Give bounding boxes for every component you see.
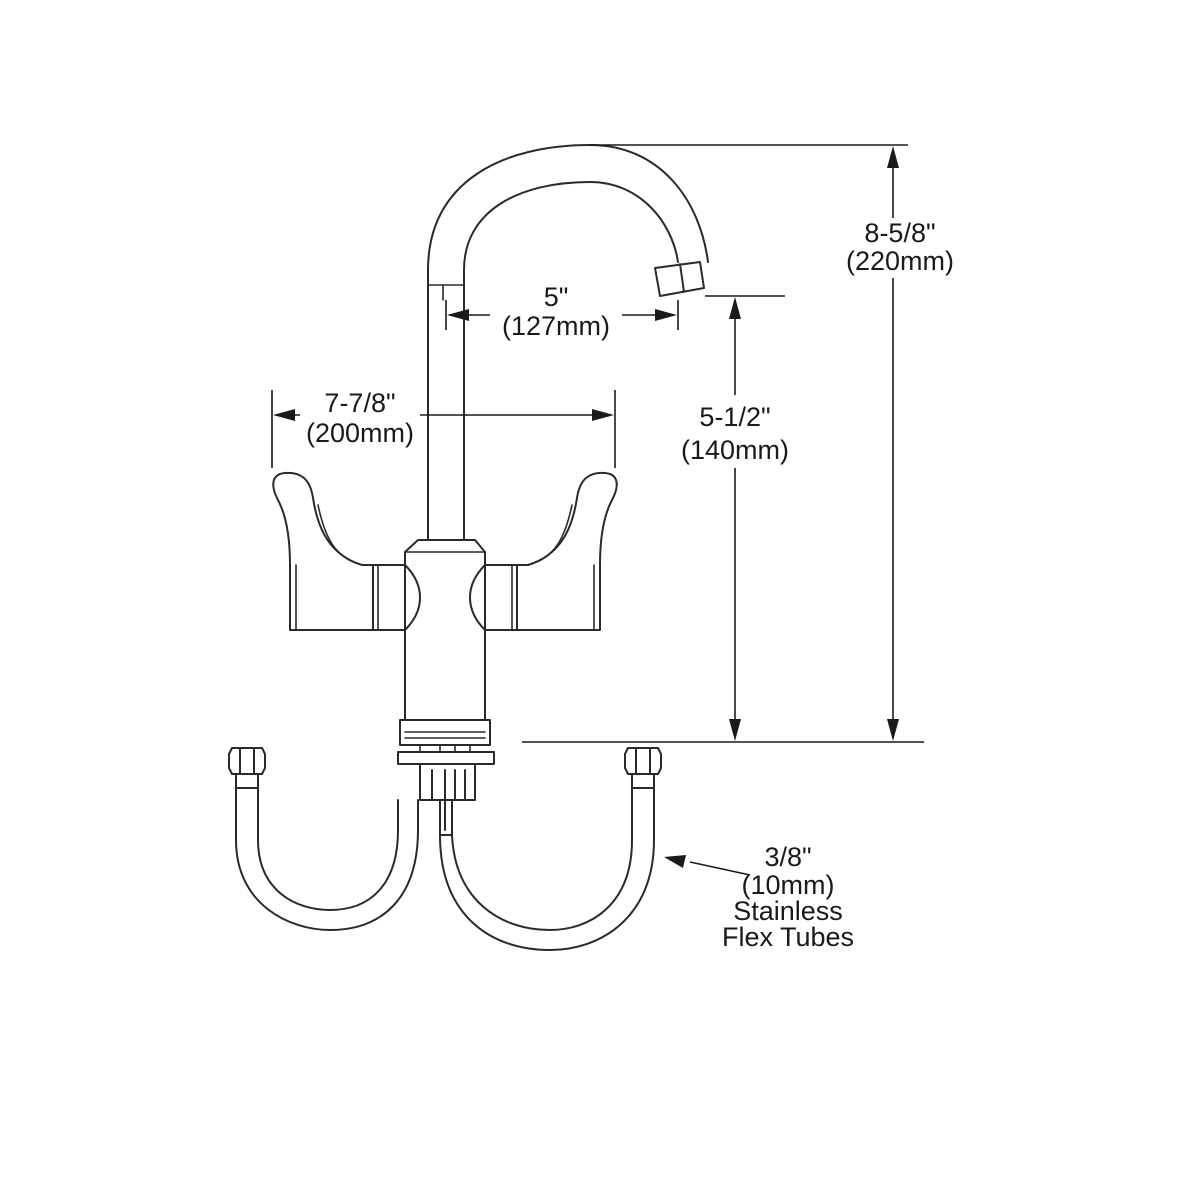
base-flange <box>397 719 495 765</box>
aerator <box>654 261 705 297</box>
faucet-outline <box>228 144 709 951</box>
right-handle <box>516 471 618 631</box>
spread-metric: (200mm) <box>306 418 414 448</box>
height-metric: (220mm) <box>846 246 954 276</box>
gooseneck-spout <box>427 144 709 541</box>
clearance-imperial: 5-1/2" <box>699 402 770 432</box>
right-flex-tube <box>439 787 655 951</box>
reach-arrow-right <box>655 309 677 321</box>
left-handle-detail <box>295 504 363 631</box>
dimension-labels: 8-5/8" (220mm) 5" (127mm) 5-1/2" (140mm)… <box>306 218 954 952</box>
height-arrow-bottom <box>887 719 899 741</box>
flex-tube-leader-arrow <box>664 855 686 868</box>
left-handle <box>272 471 374 631</box>
flex-tube-size: 3/8" <box>764 842 811 872</box>
height-imperial: 8-5/8" <box>864 218 935 248</box>
flex-tube-name: Flex Tubes <box>722 922 854 952</box>
clearance-arrow-top <box>729 297 741 319</box>
left-valve-body <box>372 564 421 631</box>
height-arrow-top <box>887 146 899 168</box>
base-flange-lines <box>404 731 486 753</box>
flex-tube-leader <box>689 861 751 876</box>
clearance-arrow-bottom <box>729 719 741 741</box>
spread-arrow-left <box>273 409 295 421</box>
dimension-lines <box>271 144 924 876</box>
right-handle-detail <box>527 504 595 631</box>
left-flex-tube <box>235 787 419 931</box>
center-body <box>404 539 486 721</box>
spout-joint-lines <box>427 269 465 301</box>
spread-arrow-right <box>592 409 614 421</box>
flex-tube-material: Stainless <box>733 896 843 926</box>
flex-tube-metric: (10mm) <box>742 870 835 900</box>
reach-metric: (127mm) <box>502 311 610 341</box>
reach-arrow-left <box>447 309 469 321</box>
reach-imperial: 5" <box>544 282 569 312</box>
right-valve-body <box>469 564 518 631</box>
right-tube-nut <box>624 747 662 789</box>
clearance-metric: (140mm) <box>681 435 789 465</box>
shank <box>419 763 476 836</box>
left-tube-nut <box>228 747 266 789</box>
spread-imperial: 7-7/8" <box>324 388 395 418</box>
